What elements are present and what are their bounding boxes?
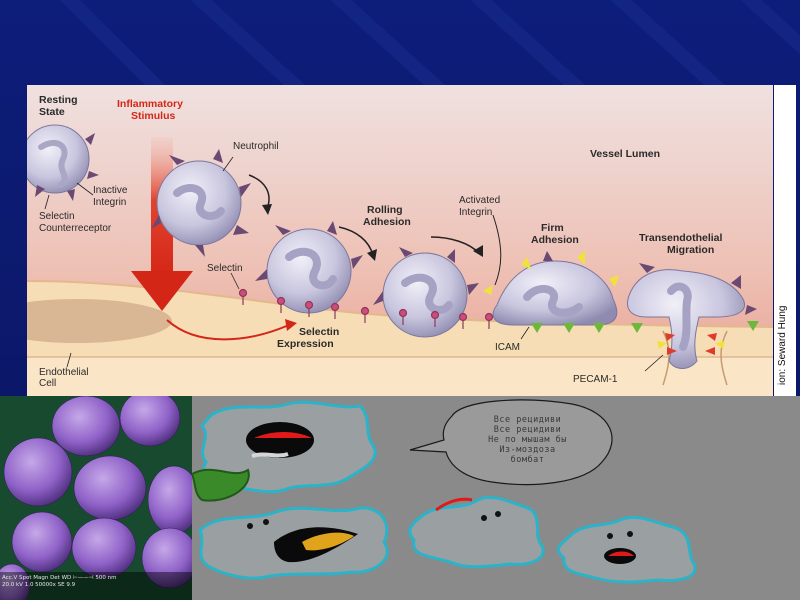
resting-neutrophil: [27, 124, 99, 201]
endothelial-nucleus: [27, 299, 172, 343]
label-neutrophil: Neutrophil: [233, 141, 279, 152]
image-credit-strip: ion: Seward Hung: [774, 85, 796, 396]
firm-adhesion-neutrophil: [483, 251, 619, 326]
bacteria-micrograph: [0, 396, 192, 600]
rolling-neutrophil-1: [255, 221, 363, 314]
icam-receptors: [531, 321, 759, 333]
neutrophil-cell: [151, 149, 251, 257]
speech-bubble-text: Все рецидиви Все рецидиви Не по мышам бы…: [488, 415, 567, 465]
label-pecam: PECAM-1: [573, 374, 618, 385]
speech-bubble: [409, 399, 613, 486]
label-icam: ICAM: [495, 342, 520, 353]
amoeba-eating: [192, 400, 377, 502]
migrating-neutrophil: [627, 263, 757, 369]
selectin-receptors: [238, 288, 494, 329]
amoeba-speaking: [198, 506, 389, 580]
inflammatory-stimulus-arrow-head: [131, 271, 193, 311]
cartoon-amoebas: [192, 396, 800, 600]
label-selectin: Selectin: [207, 263, 243, 274]
micrograph-caption: Acc.V Spot Magn Det WD ⊢——⊣ 500 nm 20.0 …: [2, 575, 117, 588]
label-vessel-lumen: Vessel Lumen: [590, 148, 660, 160]
selectin-expression-arrow: [166, 319, 290, 341]
amoeba-right: [557, 515, 697, 584]
pecam-receptors: [665, 333, 717, 355]
image-credit: ion: Seward Hung: [777, 305, 788, 386]
amoeba-middle: [408, 495, 545, 569]
